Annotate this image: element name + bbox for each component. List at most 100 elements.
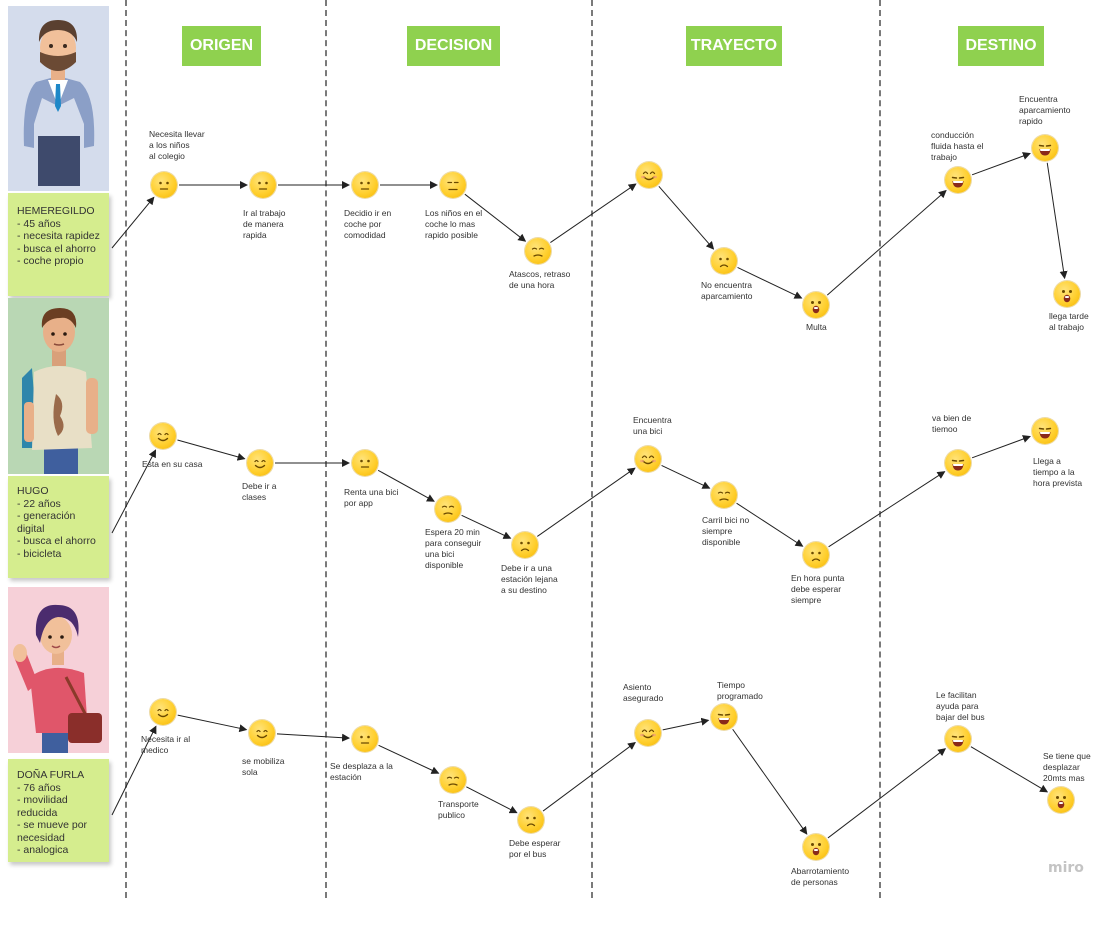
connector-arrow	[732, 728, 808, 835]
emoji-neutral-icon	[250, 172, 276, 198]
woman-illustration	[8, 587, 109, 753]
journey-step-label: Tiempo programado	[717, 680, 763, 701]
emoji-grin-icon	[945, 450, 971, 476]
connector-arrow	[736, 502, 804, 547]
connector-arrow	[464, 193, 527, 242]
persona-trait: digital	[17, 522, 45, 535]
journey-step-label: Encuentra aparcamiento rapido	[1019, 94, 1071, 126]
persona-trait: - analogica	[17, 844, 69, 856]
journey-step-label: No encuentra aparcamiento	[701, 280, 753, 301]
journey-step-label: Necesita ir al medico	[141, 734, 191, 755]
emoji-neutral-icon	[352, 726, 378, 752]
journey-step-label: Multa	[806, 322, 827, 332]
persona-trait: - bicicleta	[17, 547, 62, 560]
emoji-grin-icon	[945, 167, 971, 193]
emoji-smile-icon	[150, 423, 176, 449]
divider-line	[325, 0, 327, 898]
persona-portrait-dona-furla	[8, 587, 109, 753]
emoji-smile-icon	[150, 699, 176, 725]
persona-trait: - se mueve por	[17, 819, 88, 831]
connector-arrow	[662, 717, 710, 731]
journey-step-label: Encuentra una bici	[633, 415, 672, 436]
journey-step-label: Debe ir a clases	[242, 481, 277, 502]
journey-step-label: conducción fluida hasta el trabajo	[931, 130, 984, 162]
persona-trait: - necesita rapidez	[17, 230, 100, 242]
journey-step-label: Los niños en el coche lo mas rapido posi…	[425, 208, 483, 240]
emoji-neutral-icon	[352, 450, 378, 476]
emoji-annoyed-icon	[440, 767, 466, 793]
persona-portrait-hemeregildo	[8, 6, 109, 191]
connector-arrow	[970, 746, 1049, 793]
journey-step-label: Llega a tiempo a la hora prevista	[1033, 456, 1083, 488]
emoji-annoyed-icon	[711, 482, 737, 508]
persona-trait: - 76 años	[17, 781, 61, 794]
emoji-grin-icon	[711, 704, 737, 730]
emoji-smile-icon	[249, 720, 275, 746]
persona-name: HUGO	[17, 485, 49, 497]
emoji-shock-icon	[803, 292, 829, 318]
connector-arrow	[466, 786, 518, 814]
persona-trait: - coche propio	[17, 255, 84, 267]
journey-step-label: Debe esperar por el bus	[509, 838, 561, 859]
persona-trait: - busca el ahorro	[17, 535, 96, 547]
connector-arrow	[661, 464, 711, 489]
persona-note-dona-furla: DOÑA FURLA - 76 años - movilidad reducid…	[8, 759, 109, 862]
journey-step-label: Se tiene que desplazar 20mts mas	[1043, 751, 1091, 783]
businessman-illustration	[8, 6, 109, 191]
emoji-shock-icon	[1048, 787, 1074, 813]
persona-name: DOÑA FURLA	[17, 769, 85, 781]
connector-arrow	[550, 183, 637, 243]
journey-step-label: Ir al trabajo de manera rapida	[243, 208, 286, 240]
connector-arrow	[111, 725, 157, 816]
phase-header-trayecto: TRAYECTO	[686, 26, 782, 66]
emoji-happy-icon	[635, 446, 661, 472]
connector-arrow	[1046, 162, 1068, 280]
emoji-annoyed-icon	[435, 496, 461, 522]
emoji-shock-icon	[1054, 281, 1080, 307]
connector-arrow	[971, 152, 1031, 176]
connector-arrow	[111, 196, 155, 249]
emoji-happy-icon	[635, 720, 661, 746]
journey-step-label: llega tarde al trabajo	[1049, 311, 1089, 332]
phase-header-destino: DESTINO	[958, 26, 1044, 66]
emoji-sad-icon	[512, 532, 538, 558]
journey-step-label: En hora punta debe esperar siempre	[791, 573, 845, 605]
journey-step-label: Esta en su casa	[142, 459, 203, 469]
persona-trait: - 45 años	[17, 217, 61, 230]
phase-header-decision: DECISION	[407, 26, 500, 66]
divider-line	[591, 0, 593, 898]
journey-step-label: Se desplaza a la estación	[330, 761, 393, 782]
connector-arrow	[378, 744, 440, 774]
phase-header-origen: ORIGEN	[182, 26, 261, 66]
emoji-happy-icon	[636, 162, 662, 188]
connector-arrow	[971, 435, 1031, 459]
persona-portrait-hugo	[8, 298, 109, 474]
persona-trait: - busca el ahorro	[17, 242, 96, 255]
emoji-grin-icon	[945, 726, 971, 752]
journey-step-label: Le facilitan ayuda para bajar del bus	[936, 690, 985, 722]
emoji-neutral-icon	[352, 172, 378, 198]
connector-arrow	[737, 267, 803, 299]
journey-step-label: se mobiliza sola	[242, 756, 285, 777]
emoji-sad-icon	[711, 248, 737, 274]
journey-step-label: Necesita llevar a los niños al colegio	[149, 129, 205, 161]
journey-step-label: Decidio ir en coche por comodidad	[344, 208, 392, 240]
journey-step-label: Debe ir a una estación lejana a su desti…	[501, 563, 558, 595]
journey-step-label: Abarrotamiento de personas	[791, 866, 850, 887]
journey-step-label: Transporte publico	[438, 799, 479, 820]
persona-trait: necesidad	[17, 831, 65, 844]
connector-arrow	[461, 514, 512, 539]
connector-arrow	[377, 469, 435, 502]
persona-note-hemeregildo: HEMEREGILDO - 45 años - necesita rapidez…	[8, 193, 109, 296]
connector-arrow	[111, 449, 157, 534]
connector-arrow	[542, 741, 636, 812]
connector-arrow	[276, 733, 351, 742]
student-illustration	[8, 298, 109, 474]
journey-step-label: Renta una bici por app	[344, 487, 399, 508]
persona-note-hugo: HUGO - 22 años - generación digital - bu…	[8, 476, 109, 578]
emoji-flat-icon	[440, 172, 466, 198]
connector-arrow	[826, 189, 947, 296]
connector-arrow	[177, 714, 248, 733]
